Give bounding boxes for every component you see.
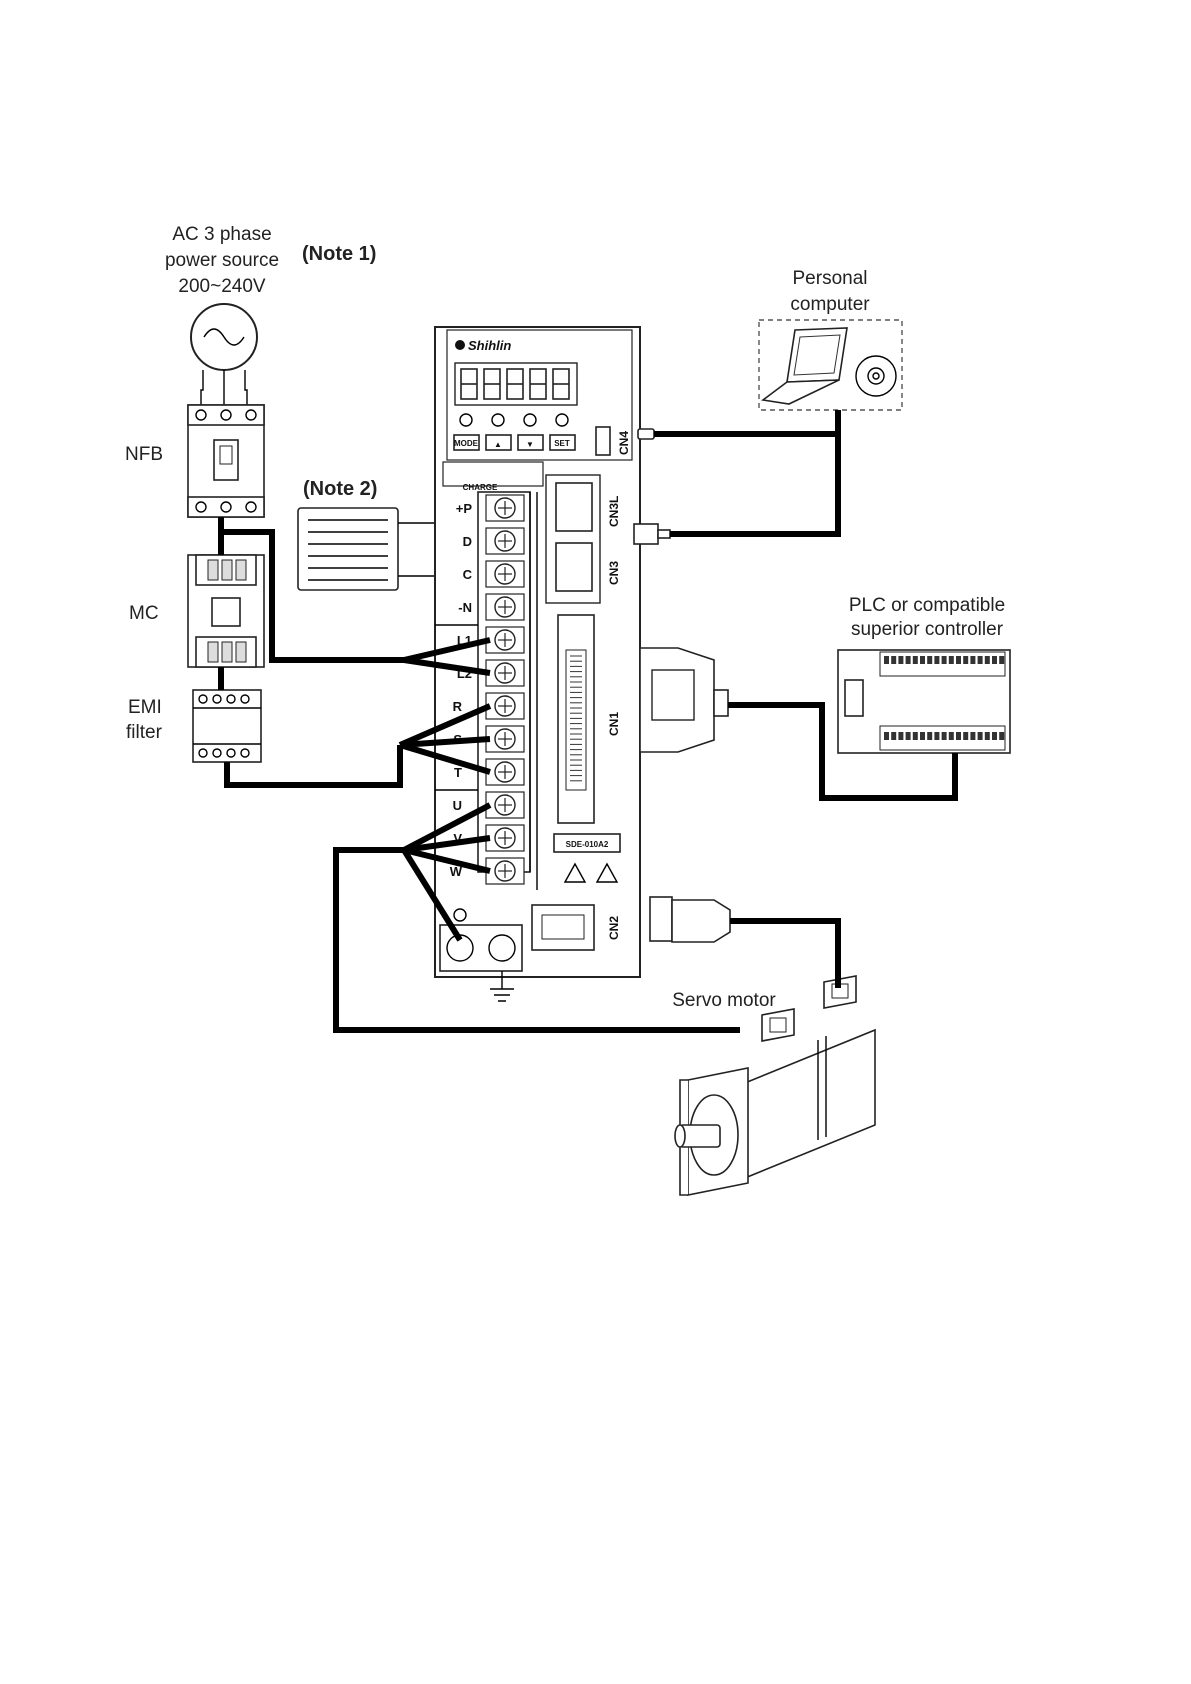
terminal-label-d: D	[463, 534, 472, 549]
plc-controller-icon	[838, 650, 1010, 753]
pc-label-2: computer	[790, 294, 870, 315]
terminal-screw	[486, 594, 524, 620]
mc-label: MC	[129, 603, 159, 624]
cn4-usb-plug-icon	[638, 429, 654, 439]
charge-label: CHARGE	[463, 483, 498, 492]
up-button-label: ▲	[494, 440, 502, 449]
terminal-label-t: T	[454, 765, 462, 780]
terminal-screw	[486, 858, 524, 884]
terminal-screw	[486, 792, 524, 818]
cn4-port[interactable]	[596, 427, 610, 455]
pc-label-1: Personal	[793, 268, 868, 289]
terminal-label-c: C	[463, 567, 473, 582]
cn3l-port[interactable]	[556, 483, 592, 531]
cn3-label: CN3	[607, 561, 621, 585]
terminal-label-r: R	[453, 699, 463, 714]
terminal-screw	[486, 495, 524, 521]
terminal-screw	[486, 561, 524, 587]
terminal-screw	[486, 759, 524, 785]
mode-button-label: MODE	[454, 439, 479, 448]
cn3-cable-plug-icon	[634, 524, 670, 544]
servo-drive: Shihlin MODE ▲ ▼ SET CN4 CHARGE +P D C -…	[435, 327, 640, 1001]
power-source-label-1: AC 3 phase	[172, 224, 271, 245]
terminal-screw	[486, 528, 524, 554]
plc-label-1: PLC or compatible	[849, 595, 1005, 616]
cn3l-label: CN3L	[607, 496, 621, 527]
brand-name: Shihlin	[468, 338, 511, 353]
mc-contactor-icon	[188, 555, 264, 667]
terminal-screw	[486, 660, 524, 686]
cn1-label: CN1	[607, 712, 621, 736]
power-source-label-2: power source	[165, 250, 279, 271]
nfb-breaker-icon	[188, 405, 264, 517]
terminal-screw	[486, 726, 524, 752]
cn2-cable-plug-icon	[650, 897, 730, 942]
terminal-screw	[486, 627, 524, 653]
cn4-label: CN4	[617, 431, 631, 455]
ac-source-icon	[191, 304, 257, 406]
servo-motor-label: Servo motor	[672, 990, 776, 1011]
model-label: SDE-010A2	[566, 840, 609, 849]
terminal-screw	[486, 693, 524, 719]
emi-label-2: filter	[126, 722, 163, 743]
cn1-cable-plug-icon	[640, 648, 728, 752]
terminal-label-u: U	[453, 798, 462, 813]
down-button-label: ▼	[526, 440, 534, 449]
note2-label: (Note 2)	[303, 478, 377, 500]
terminal-label-n: -N	[458, 600, 472, 615]
braking-resistor-icon	[298, 508, 449, 590]
plc-label-2: superior controller	[851, 619, 1004, 640]
nfb-label: NFB	[125, 444, 163, 465]
cn2-label: CN2	[607, 916, 621, 940]
cn3-port[interactable]	[556, 543, 592, 591]
set-button-label: SET	[554, 439, 570, 448]
note1-label: (Note 1)	[302, 243, 376, 265]
emi-filter-icon	[193, 690, 261, 762]
terminal-label-p: +P	[456, 501, 473, 516]
terminal-screw	[486, 825, 524, 851]
brand-logo-icon	[455, 340, 465, 350]
emi-label-1: EMI	[128, 697, 162, 718]
personal-computer-icon	[759, 320, 902, 410]
power-source-label-3: 200~240V	[178, 276, 265, 297]
